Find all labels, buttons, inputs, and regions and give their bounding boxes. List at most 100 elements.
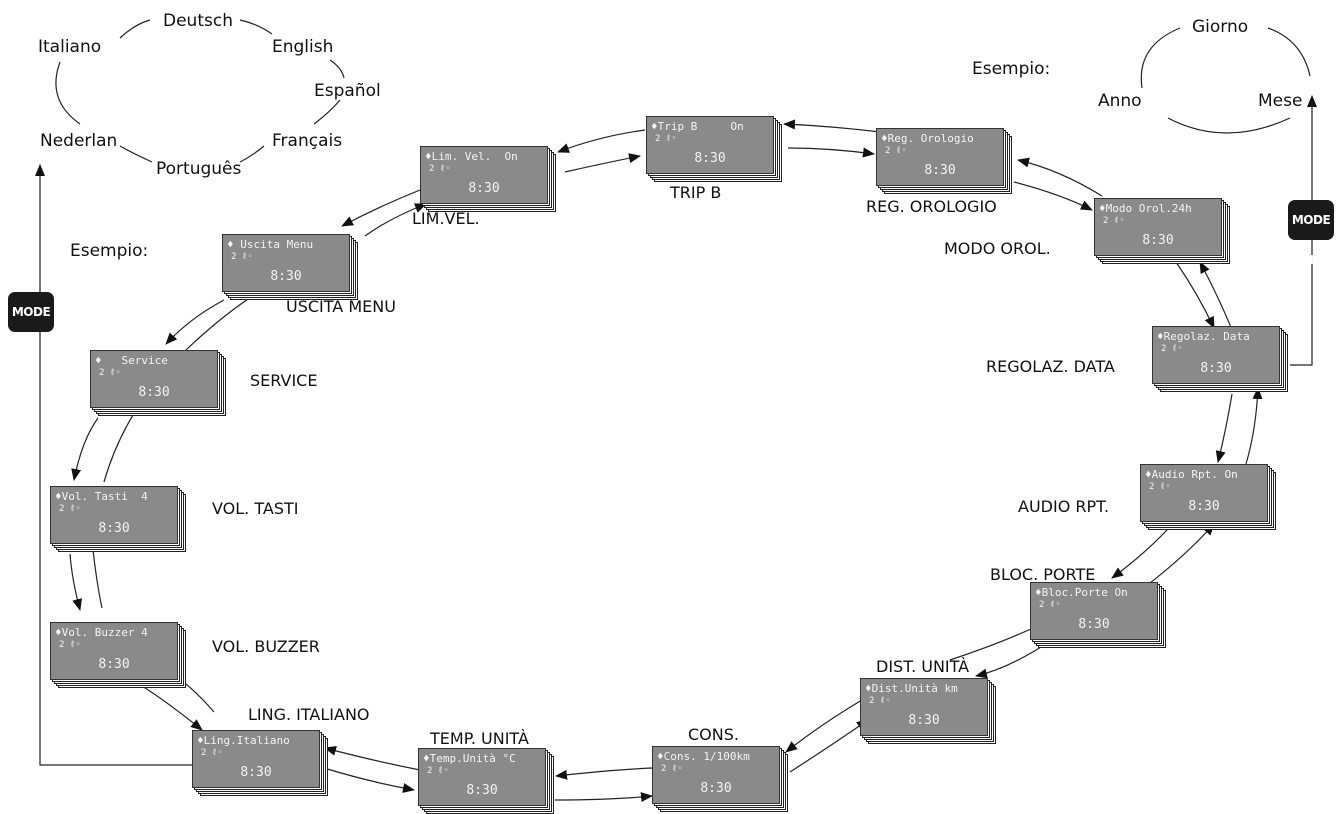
lcd-cons: ♦Cons. 1/100km 2 ℓ◦ 8:30: [652, 746, 788, 812]
language-portugues: Português: [156, 159, 242, 179]
lcd-line2: 2 ℓ◦: [1039, 600, 1061, 610]
date-giorno: Giorno: [1192, 17, 1249, 37]
menu-label-uscita-menu: USCITA MENU: [286, 297, 396, 316]
menu-label-temp-unita: TEMP. UNITÀ: [430, 729, 529, 748]
language-arc: [329, 59, 345, 79]
lcd-ling-italiano: ♦Ling.Italiano 2 ℓ◦ 8:30: [192, 730, 328, 796]
lcd-line2: 2 ℓ◦: [59, 504, 81, 514]
lcd-uscita-menu: ♦ Uscita Menu 2 ℓ◦ 8:30: [222, 234, 358, 300]
date-mese: Mese: [1258, 91, 1303, 111]
lcd-line2: 2 ℓ◦: [1161, 344, 1183, 354]
lcd-lim-vel: ♦Lim. Vel. On 2 ℓ◦ 8:30: [420, 146, 556, 212]
lcd-time: 8:30: [468, 181, 500, 196]
menu-label-dist-unita: DIST. UNITÀ: [876, 657, 970, 676]
lcd-modo-orol: ♦Modo Orol.24h 2 ℓ◦ 8:30: [1094, 198, 1230, 264]
lcd-line1: ♦Vol. Tasti 4: [55, 490, 148, 503]
menu-label-audio-rpt: AUDIO RPT.: [1018, 497, 1110, 516]
menu-label-lim-vel: LIM.VEL.: [412, 209, 480, 228]
lcd-line1: ♦Temp.Unità °C: [423, 752, 516, 765]
lcd-trip-b: ♦Trip B On 2 ℓ◦ 8:30: [646, 116, 782, 182]
lcd-line2: 2 ℓ◦: [59, 640, 81, 650]
lcd-time: 8:30: [98, 521, 130, 536]
lcd-time: 8:30: [466, 783, 498, 798]
language-arc: [119, 145, 153, 163]
date-arc: [1267, 27, 1311, 77]
lcd-line2: 2 ℓ◦: [1149, 482, 1171, 492]
lcd-line2: 2 ℓ◦: [231, 252, 253, 262]
lcd-line2: 2 ℓ◦: [99, 368, 121, 378]
lcd-audio-rpt: ♦Audio Rpt. On 2 ℓ◦ 8:30: [1140, 464, 1276, 530]
menu-label-cons: CONS.: [688, 725, 739, 744]
language-arc: [239, 145, 265, 163]
lcd-service: ♦ Service 2 ℓ◦ 8:30: [90, 350, 226, 416]
lcd-reg-orologio: ♦Reg. Orologio 2 ℓ◦ 8:30: [876, 128, 1012, 194]
lcd-line2: 2 ℓ◦: [885, 146, 907, 156]
menu-label-reg-orologio: REG. OROLOGIO: [866, 197, 997, 216]
lcd-line1: ♦Cons. 1/100km: [657, 750, 750, 763]
lcd-time: 8:30: [240, 765, 272, 780]
lcd-line1: ♦Lim. Vel. On: [425, 150, 518, 163]
language-arc: [55, 61, 81, 125]
lcd-line1: ♦Dist.Unità km: [865, 682, 958, 695]
lcd-line1: ♦Vol. Buzzer 4: [55, 626, 148, 639]
lcd-bloc-porte: ♦Bloc.Porte On 2 ℓ◦ 8:30: [1030, 582, 1166, 648]
lcd-line2: 2 ℓ◦: [427, 766, 449, 776]
lcd-line1: ♦ Service: [95, 354, 168, 367]
language-espanol: Español: [314, 81, 381, 101]
lcd-time: 8:30: [694, 151, 726, 166]
language-italiano: Italiano: [38, 37, 102, 57]
date-anno: Anno: [1098, 91, 1142, 111]
mode-1-button-right[interactable]: MODE 1: [1288, 200, 1334, 267]
lcd-line1: ♦Modo Orol.24h: [1099, 202, 1192, 215]
lcd-time: 8:30: [98, 657, 130, 672]
lcd-time: 8:30: [1188, 499, 1220, 514]
lcd-line2: 2 ℓ◦: [661, 764, 683, 774]
language-francais: Français: [272, 131, 343, 151]
language-arc: [119, 19, 151, 39]
lcd-line2: 2 ℓ◦: [1103, 216, 1125, 226]
language-deutsch: Deutsch: [163, 11, 233, 31]
lcd-time: 8:30: [1200, 361, 1232, 376]
menu-label-modo-orol: MODO OROL.: [944, 239, 1051, 258]
menu-label-bloc-porte: BLOC. PORTE: [990, 565, 1096, 584]
language-english: English: [272, 37, 334, 57]
lcd-time: 8:30: [924, 163, 956, 178]
lcd-line2: 2 ℓ◦: [655, 134, 677, 144]
lcd-line1: ♦Regolaz. Data: [1157, 330, 1250, 343]
lcd-time: 8:30: [138, 385, 170, 400]
menu-label-ling-italiano: LING. ITALIANO: [248, 705, 370, 724]
lcd-time: 8:30: [700, 781, 732, 796]
lcd-line2: 2 ℓ◦: [201, 748, 223, 758]
menu-label-trip-b: TRIP B: [670, 183, 722, 202]
lcd-line1: ♦Trip B On: [651, 120, 744, 133]
mode-connector-left: [35, 164, 192, 766]
lcd-line1: ♦Bloc.Porte On: [1035, 586, 1128, 599]
lcd-time: 8:30: [270, 269, 302, 284]
example-label-right: Esempio:: [972, 59, 1051, 79]
lcd-regolaz-data: ♦Regolaz. Data 2 ℓ◦ 8:30: [1152, 326, 1288, 392]
example-label-left: Esempio:: [70, 241, 149, 261]
lcd-time: 8:30: [908, 713, 940, 728]
lcd-vol-buzzer: ♦Vol. Buzzer 4 2 ℓ◦ 8:30: [50, 622, 186, 688]
lcd-time: 8:30: [1142, 233, 1174, 248]
mode-1-button-left[interactable]: MODE 1: [8, 292, 54, 359]
lcd-vol-tasti: ♦Vol. Tasti 4 2 ℓ◦ 8:30: [50, 486, 186, 552]
lcd-line1: ♦Ling.Italiano: [197, 734, 290, 747]
lcd-line1: ♦ Uscita Menu: [227, 238, 314, 251]
lcd-line2: 2 ℓ◦: [429, 164, 451, 174]
lcd-dist-unita: ♦Dist.Unità km 2 ℓ◦ 8:30: [860, 678, 996, 744]
mode-connector-right: [1290, 95, 1317, 366]
date-arc: [1167, 117, 1291, 134]
menu-label-regolaz-data: REGOLAZ. DATA: [986, 357, 1115, 376]
lcd-line2: 2 ℓ◦: [869, 696, 891, 706]
date-arc: [1140, 27, 1181, 89]
language-nederlan: Nederlan: [40, 131, 118, 151]
language-arc: [239, 19, 273, 35]
menu-label-service: SERVICE: [250, 371, 318, 390]
lcd-temp-unita: ♦Temp.Unità °C 2 ℓ◦ 8:30: [418, 748, 554, 814]
lcd-time: 8:30: [1078, 617, 1110, 632]
language-arc: [313, 99, 341, 125]
menu-label-vol-tasti: VOL. TASTI: [212, 499, 299, 518]
menu-label-vol-buzzer: VOL. BUZZER: [212, 637, 320, 656]
lcd-line1: ♦Reg. Orologio: [881, 132, 974, 145]
